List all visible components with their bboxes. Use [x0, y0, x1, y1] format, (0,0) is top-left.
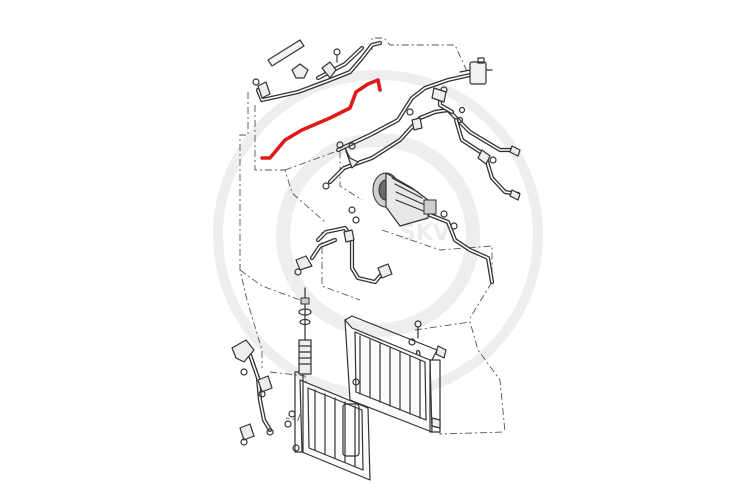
watermark-text: SKV — [400, 221, 450, 246]
clamps-and-fasteners — [231, 48, 521, 452]
highlighted-ac-pipe[interactable] — [260, 78, 382, 160]
watermark-gear-ring — [276, 133, 480, 337]
radiator-core — [344, 315, 441, 433]
ac-compressor — [372, 172, 448, 227]
receiver-tube-part — [267, 39, 305, 67]
receiver-dryer — [459, 57, 493, 85]
mounting-rod — [298, 287, 312, 375]
condenser-core — [294, 371, 371, 481]
